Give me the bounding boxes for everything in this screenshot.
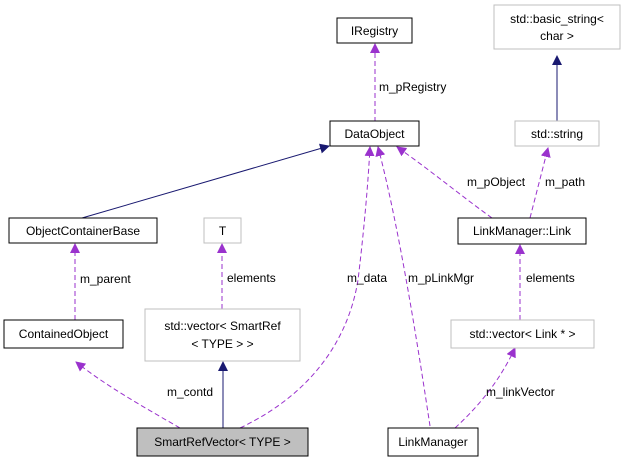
node-stdstring: std::string <box>514 120 600 147</box>
node-smartrefvector[interactable]: SmartRefVector< TYPE > <box>136 427 309 457</box>
edge-label-m-pregistry: m_pRegistry <box>379 80 446 94</box>
edge-link-to-dataobject <box>396 146 493 219</box>
node-label: IRegistry <box>351 24 398 38</box>
edge-linkmanager-to-dataobject <box>375 146 431 427</box>
edge-label-m-linkvector: m_linkVector <box>486 385 555 399</box>
edge-linkmanager-to-vector-link <box>454 347 516 429</box>
node-label: LinkManager <box>398 435 467 449</box>
edge-label-m-pobject: m_pObject <box>467 175 526 189</box>
node-iregistry[interactable]: IRegistry <box>336 17 413 44</box>
node-label: ContainedObject <box>19 327 109 341</box>
edge-objectcontainerbase-to-dataobject <box>81 143 330 219</box>
edge-label-m-parent: m_parent <box>80 272 131 286</box>
edge-label-m-data: m_data <box>347 271 387 285</box>
node-label: ObjectContainerBase <box>26 224 140 238</box>
node-label-line-1: std::basic_string< <box>510 12 604 26</box>
node-label: std::vector< Link * > <box>469 327 575 341</box>
node-label-line-2: char > <box>540 29 574 43</box>
node-label-line-2: < TYPE > > <box>191 337 253 351</box>
node-linkmanager[interactable]: LinkManager <box>387 427 479 457</box>
node-linkmanager-link[interactable]: LinkManager::Link <box>457 217 587 245</box>
edge-label-elements-link: elements <box>526 271 575 285</box>
edge-link-to-stdstring <box>529 147 551 219</box>
nodes: IRegistry std::basic_string< char > Data… <box>3 4 621 457</box>
edge-smartrefvector-to-dataobject <box>239 146 375 429</box>
edge-labels: m_pRegistry m_pObject m_path m_parent el… <box>80 80 585 399</box>
node-objectcontainerbase[interactable]: ObjectContainerBase <box>8 217 158 244</box>
edges <box>70 43 562 429</box>
node-label: LinkManager::Link <box>473 224 572 238</box>
node-basic-string: std::basic_string< char > <box>493 4 621 50</box>
edge-label-m-path: m_path <box>545 175 585 189</box>
node-label: T <box>219 224 227 238</box>
node-label-line-1: std::vector< SmartRef <box>164 319 281 333</box>
node-vector-link: std::vector< Link * > <box>450 319 595 349</box>
node-vector-smartref: std::vector< SmartRef < TYPE > > <box>144 308 301 362</box>
node-containedobject[interactable]: ContainedObject <box>3 319 124 349</box>
edge-smartrefvector-to-containedobject <box>75 361 181 429</box>
edge-label-elements-t: elements <box>227 271 276 285</box>
node-label: SmartRefVector< TYPE > <box>154 435 291 449</box>
node-label: std::string <box>531 127 583 141</box>
node-label: DataObject <box>344 127 405 141</box>
edge-label-m-contd: m_contd <box>167 385 213 399</box>
node-t: T <box>203 217 242 244</box>
node-dataobject[interactable]: DataObject <box>329 120 420 147</box>
edge-label-m-plinkmgr: m_pLinkMgr <box>408 271 474 285</box>
